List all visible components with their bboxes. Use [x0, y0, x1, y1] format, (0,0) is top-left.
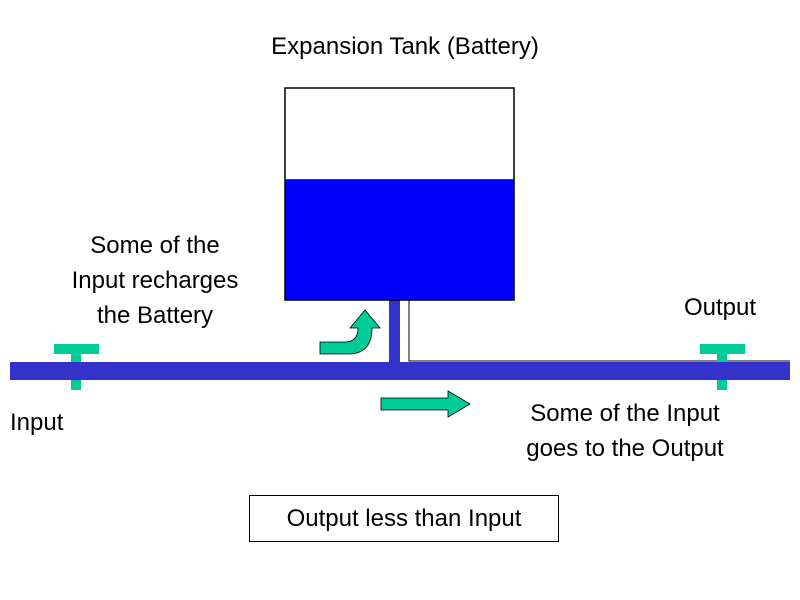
recharge-label-line: Some of the [90, 232, 220, 259]
recharge-label: Some of the Input recharges the Battery [40, 228, 270, 333]
tank-outline [284, 87, 515, 301]
to-output-label-line: goes to the Output [526, 435, 724, 462]
expansion-tank [284, 87, 515, 301]
input-valve [54, 344, 99, 390]
recharge-label-line: the Battery [96, 302, 214, 329]
output-branch-outline [408, 300, 790, 362]
output-valve [700, 344, 745, 390]
input-label: Input [10, 409, 64, 436]
to-output-label: Some of the Input goes to the Output [490, 396, 760, 466]
tank-feed-pipe [389, 300, 400, 362]
tank-water-level [285, 179, 514, 300]
diagram-title: Expansion Tank (Battery) [271, 33, 539, 60]
recharge-arrow-icon [319, 309, 381, 355]
output-label: Output [683, 294, 757, 321]
output-flow-arrow-icon [380, 390, 471, 418]
result-box: Output less than Input [249, 495, 559, 542]
main-pipe [10, 362, 790, 380]
recharge-label-line: Input recharges [71, 267, 239, 294]
to-output-label-line: Some of the Input [530, 400, 720, 427]
